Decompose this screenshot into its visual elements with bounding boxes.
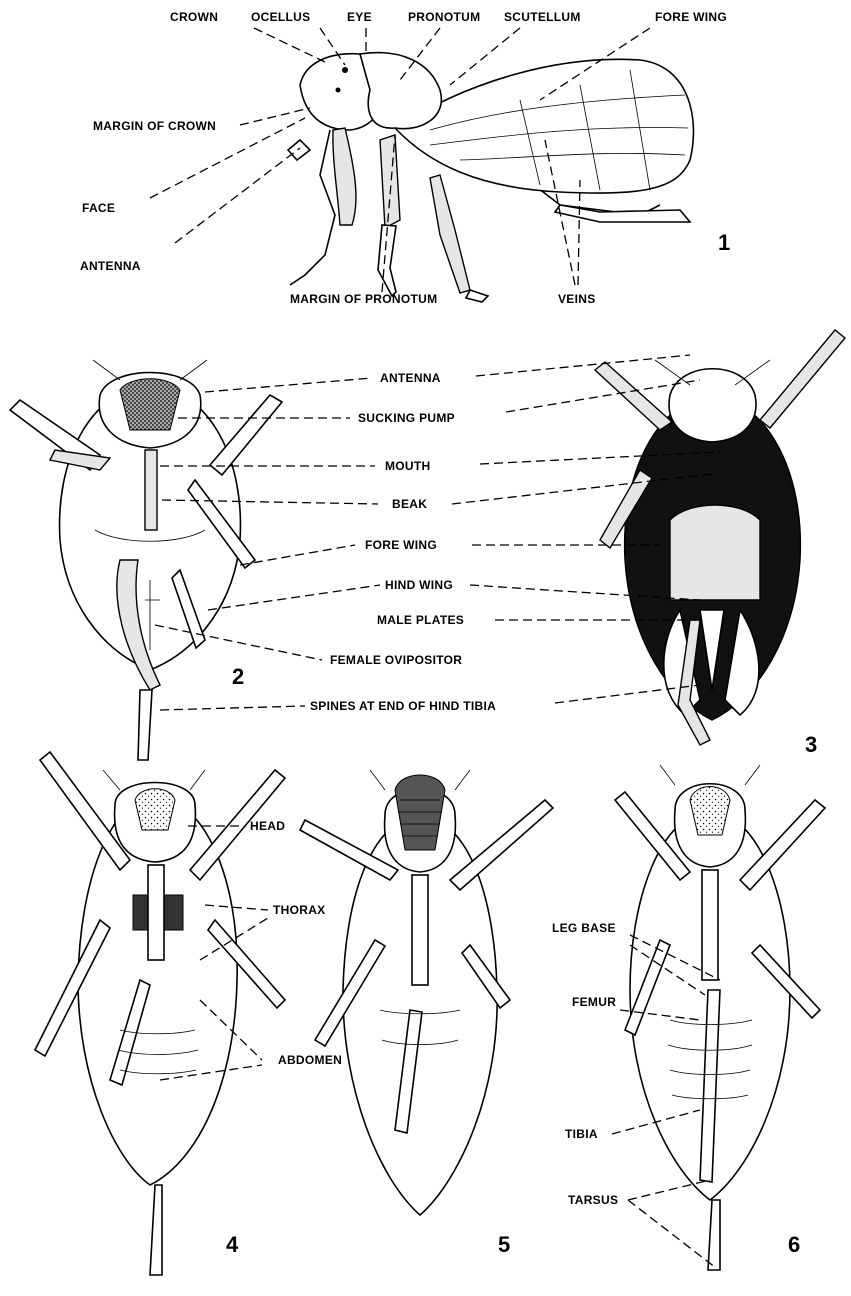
label-femur: FEMUR xyxy=(572,995,616,1009)
pronotum-shape xyxy=(360,53,441,129)
label-antenna: ANTENNA xyxy=(80,259,141,273)
label-hind-wing: HIND WING xyxy=(385,578,453,592)
figure-number-2: 2 xyxy=(232,664,244,689)
label-face: FACE xyxy=(82,201,115,215)
label-antenna-2: ANTENNA xyxy=(380,371,441,385)
figure-6-ventral-view xyxy=(615,765,825,1270)
label-scutellum: SCUTELLUM xyxy=(504,10,581,24)
label-mouth: MOUTH xyxy=(385,459,431,473)
label-tarsus: TARSUS xyxy=(568,1193,618,1207)
label-leg-base: LEG BASE xyxy=(552,921,616,935)
figure-number-1: 1 xyxy=(718,230,730,255)
label-thorax: THORAX xyxy=(273,903,325,917)
figure-number-5: 5 xyxy=(498,1232,510,1257)
label-tibia: TIBIA xyxy=(565,1127,598,1141)
label-eye: EYE xyxy=(347,10,372,24)
figure-3-ventral-view xyxy=(595,330,845,745)
label-margin-of-pronotum: MARGIN OF PRONOTUM xyxy=(290,292,437,306)
label-beak: BEAK xyxy=(392,497,427,511)
figure-4-ventral-view xyxy=(35,752,285,1275)
label-male-plates: MALE PLATES xyxy=(377,613,464,627)
figure-number-3: 3 xyxy=(805,732,817,757)
label-abdomen: ABDOMEN xyxy=(278,1053,342,1067)
label-veins: VEINS xyxy=(558,292,596,306)
fore-wing-shape xyxy=(395,59,693,193)
label-pronotum: PRONOTUM xyxy=(408,10,480,24)
label-fore-wing: FORE WING xyxy=(655,10,727,24)
label-female-ovipositor: FEMALE OVIPOSITOR xyxy=(330,653,462,667)
label-head: HEAD xyxy=(250,819,285,833)
figure-1-lateral-view xyxy=(288,53,693,302)
label-ocellus: OCELLUS xyxy=(251,10,310,24)
label-margin-of-crown: MARGIN OF CROWN xyxy=(93,119,216,133)
label-fore-wing-2: FORE WING xyxy=(365,538,437,552)
label-sucking-pump: SUCKING PUMP xyxy=(358,411,455,425)
figure-number-6: 6 xyxy=(788,1232,800,1257)
figure-5-ventral-view: 5 xyxy=(300,770,553,1257)
label-spines-hind-tibia: SPINES AT END OF HIND TIBIA xyxy=(310,699,496,713)
figure-2-ventral-view xyxy=(10,360,282,760)
figure-number-4: 4 xyxy=(226,1232,239,1257)
label-crown: CROWN xyxy=(170,10,218,24)
